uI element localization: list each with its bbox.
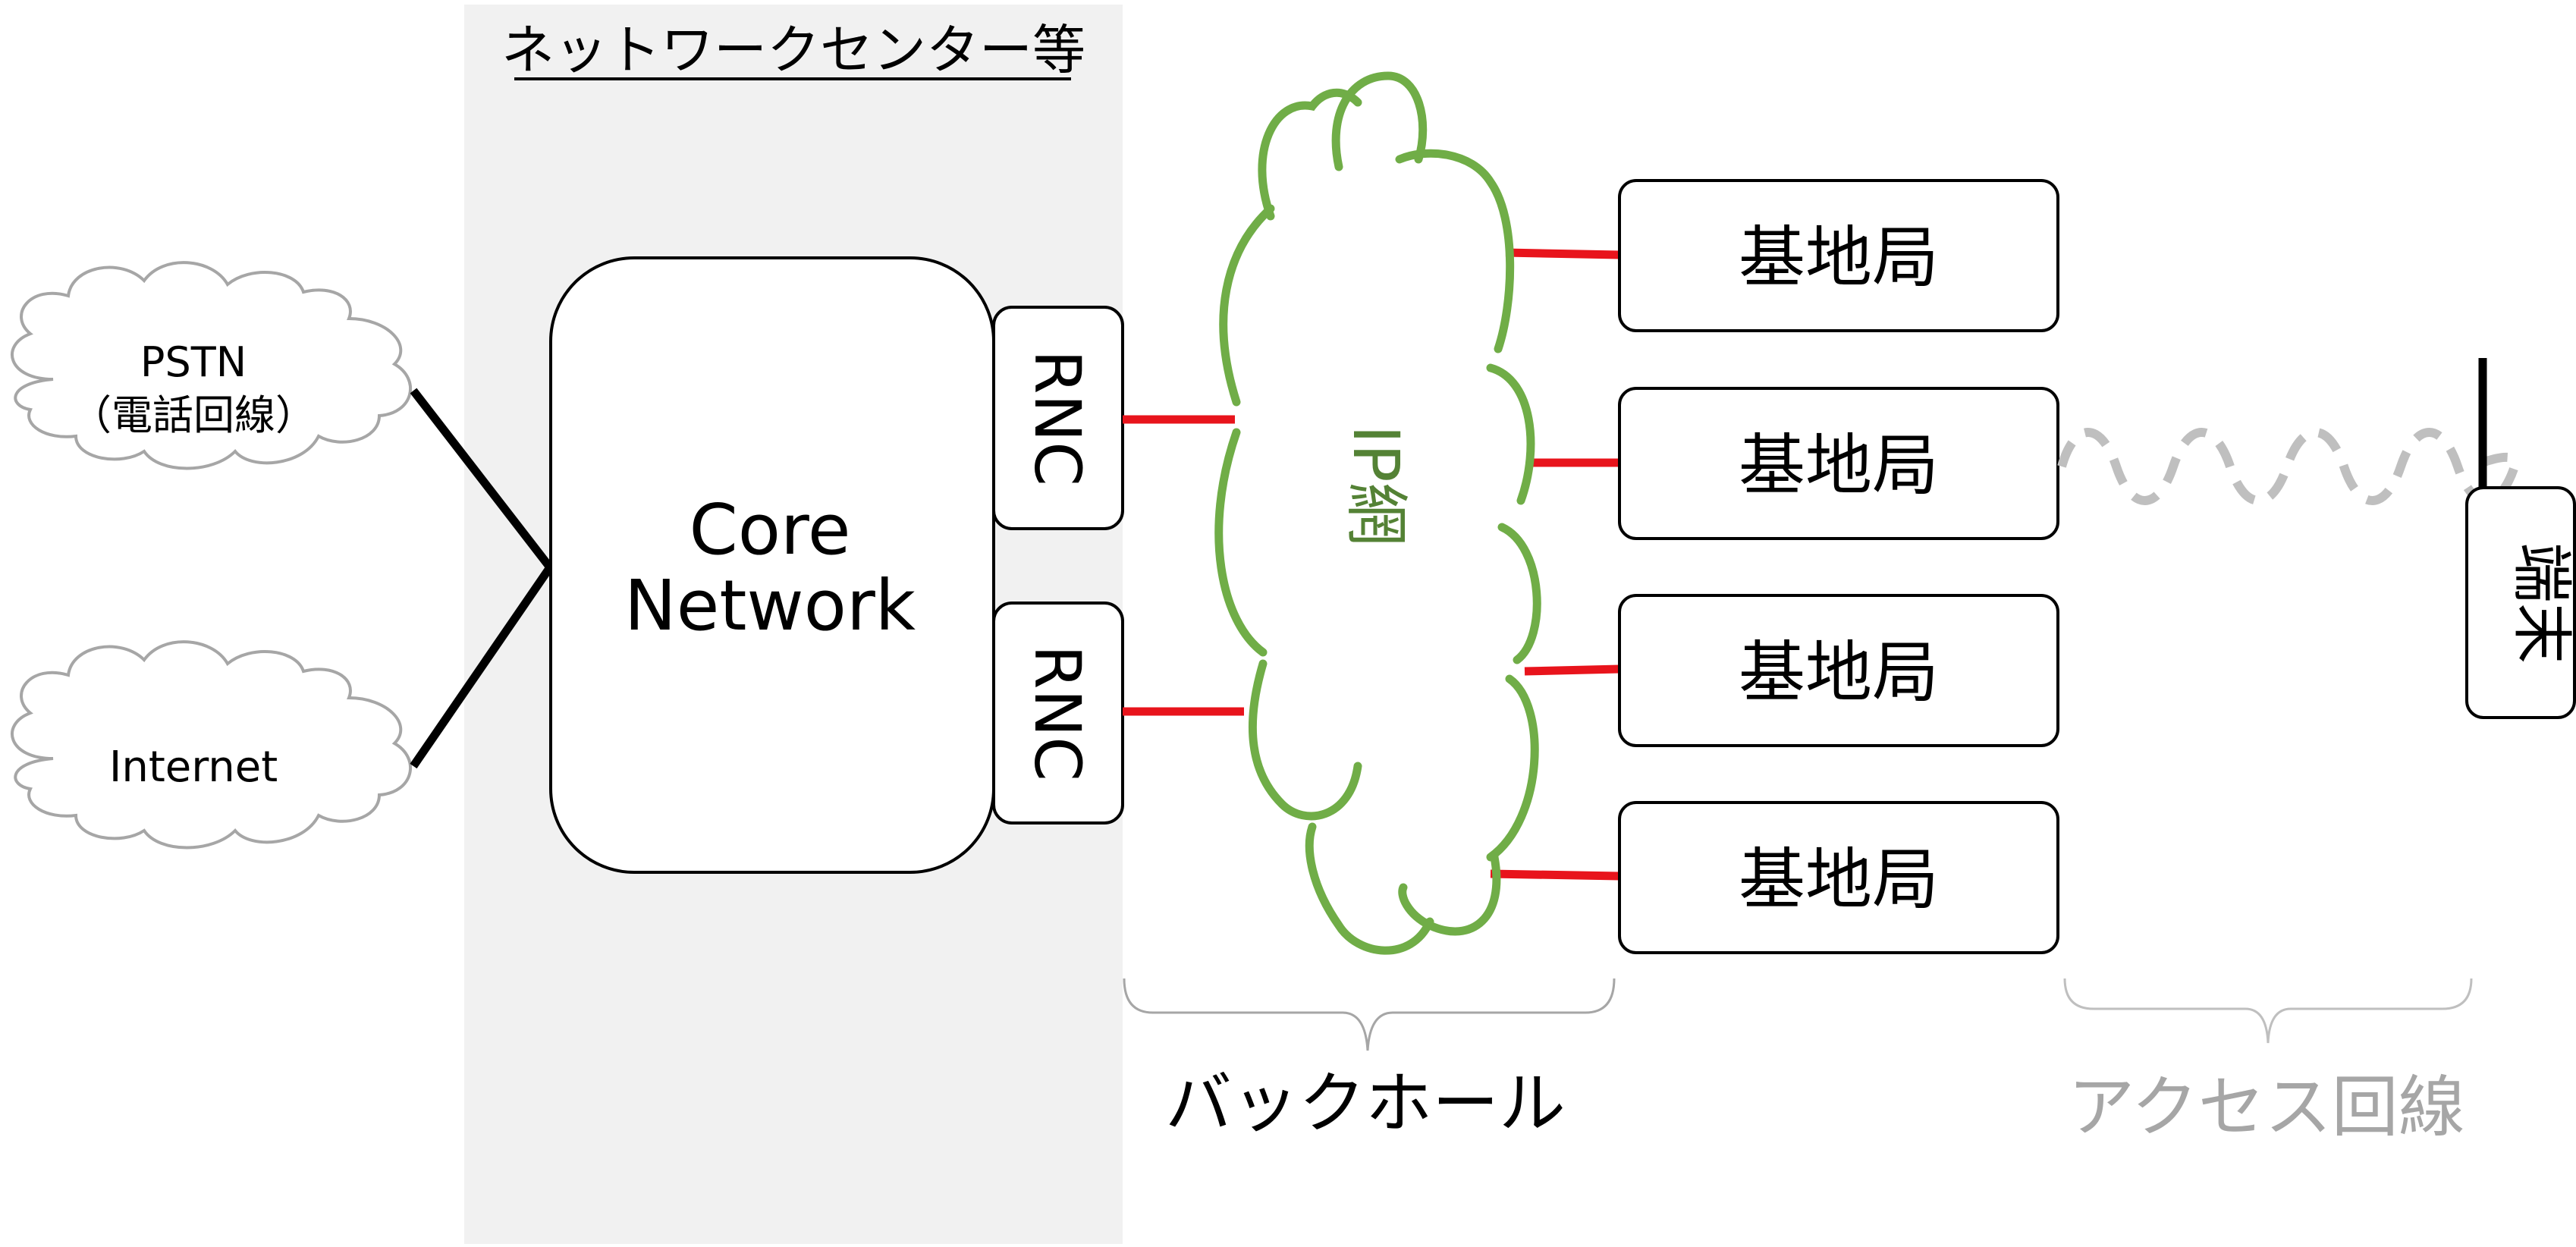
base-station-1 — [1618, 179, 2059, 332]
core-network-label-line1: Core — [690, 489, 851, 570]
access-label: アクセス回線 — [2068, 1068, 2465, 1146]
internet-cloud-shape — [11, 640, 413, 850]
pstn-link — [410, 388, 554, 570]
base-station-label-2: 基地局 — [1739, 426, 1939, 504]
rnc-label-1: RNC — [1020, 350, 1095, 486]
access-wave — [2057, 428, 2520, 505]
base-station-label-1: 基地局 — [1739, 218, 1939, 297]
access-brace — [2063, 978, 2473, 1044]
base-station-label-4: 基地局 — [1739, 840, 1939, 919]
terminal-label: 端末 — [2506, 542, 2576, 664]
base-station-label-3: 基地局 — [1739, 633, 1939, 711]
network-center-title: ネットワークセンター等 — [501, 19, 1085, 81]
pstn-cloud-shape — [11, 261, 413, 470]
base-station-4 — [1618, 801, 2059, 954]
pstn-label: PSTN — [140, 338, 247, 386]
pstn-sublabel: （電話回線） — [71, 391, 316, 439]
rnc-label-2: RNC — [1020, 645, 1095, 781]
ip-to-bs4-link — [1490, 869, 1620, 881]
ip-to-bs3-link — [1524, 664, 1620, 676]
ip-to-bs1-link — [1505, 248, 1620, 259]
internet-label: Internet — [109, 743, 278, 792]
core-network-box — [549, 256, 995, 874]
terminal-box — [2465, 486, 2576, 719]
core-network-label-line2: Network — [624, 565, 916, 646]
base-station-3 — [1618, 594, 2059, 747]
backhaul-label: バックホール — [1165, 1064, 1566, 1142]
ip-cloud-label: IP網 — [1339, 425, 1413, 545]
ip-cloud — [1214, 71, 1541, 955]
backhaul-brace — [1123, 978, 1616, 1051]
internet-link — [410, 564, 554, 769]
